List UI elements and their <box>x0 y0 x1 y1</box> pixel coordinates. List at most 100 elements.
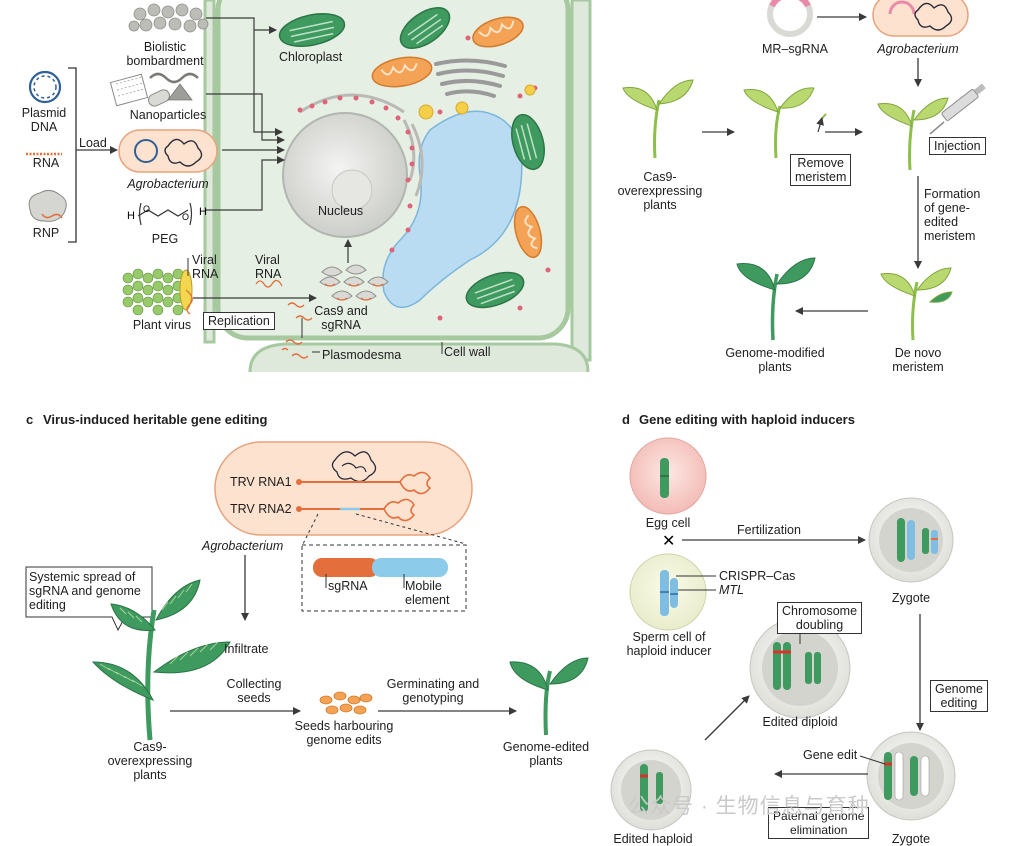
mr-sgrna-plasmid-icon <box>767 0 813 37</box>
injection-seedling <box>877 97 949 171</box>
rna-label: RNA <box>32 156 60 170</box>
fertilization-label: Fertilization <box>737 523 801 537</box>
trv-rna2-label: TRV RNA2 <box>230 502 292 516</box>
chloroplasts <box>278 7 545 309</box>
collecting-seeds-label: Collecting seeds <box>226 677 282 705</box>
cell-wall-label: Cell wall <box>444 345 491 359</box>
peg-o-left: O <box>143 204 150 214</box>
peg-molecule-icon <box>137 202 193 226</box>
genome-editing-box: Genome editing <box>930 680 988 712</box>
viral-rna-label-left: Viral RNA <box>192 253 219 281</box>
vesicles <box>418 84 536 120</box>
genome-edited-plants-label: Genome-edited plants <box>502 740 590 768</box>
panel-a: H H O O <box>26 0 592 373</box>
chloroplast-label: Chloroplast <box>279 50 343 64</box>
formation-label: Formation of gene- edited meristem <box>924 187 981 243</box>
golgi <box>434 58 507 98</box>
cas9-plants-label-b: Cas9- overexpressing plants <box>617 170 703 212</box>
plant-virus-label: Plant virus <box>132 318 192 332</box>
gene-edit-label: Gene edit <box>803 748 858 762</box>
remove-meristem-box: Remove meristem <box>790 154 852 186</box>
infiltrate-label: Infiltrate <box>224 642 269 656</box>
plasmid-dna-icon <box>28 70 62 104</box>
panel-b <box>622 0 986 341</box>
seeds-cluster <box>319 691 373 715</box>
cas9-sgrna-label: Cas9 and sgRNA <box>314 304 368 332</box>
genome-modified-label: Genome-modified plants <box>725 346 825 374</box>
panel-d-letter: d <box>622 412 630 427</box>
chromosome-tangle-icon <box>331 451 377 483</box>
plasmodesma-rna <box>281 302 313 359</box>
rnp-icon <box>28 189 67 222</box>
plasmid-dna-label: Plasmid DNA <box>21 106 67 134</box>
remove-meristem-seedling <box>743 87 827 159</box>
chromosome-doubling-box: Chromosome doubling <box>777 602 863 634</box>
rnp-label: RNP <box>32 226 60 240</box>
cas9-plant-c <box>91 579 231 741</box>
neighbor-cell-right <box>570 0 592 362</box>
mobile-element-label: Mobile element <box>405 579 450 607</box>
agrobacterium-label-a: Agrobacterium <box>127 177 209 191</box>
nucleus-label: Nucleus <box>318 204 364 218</box>
neighbor-cell-left <box>203 0 216 344</box>
edited-diploid-label: Edited diploid <box>762 715 838 729</box>
egg-cell-label: Egg cell <box>645 516 691 530</box>
viral-rna-label-right: Viral RNA <box>255 253 282 281</box>
agrobacterium-cell-c <box>214 441 473 536</box>
cas9-seedling-b <box>622 79 694 159</box>
mitochondria <box>371 16 543 259</box>
nucleolus <box>331 169 373 211</box>
cas9-plants-label-c: Cas9- overexpressing plants <box>107 740 193 782</box>
de-novo-meristem-seedling <box>880 267 953 341</box>
neighbor-cell-bottom <box>248 342 590 373</box>
panel-c <box>25 441 589 741</box>
delivery-arrows <box>193 17 317 302</box>
sgrna-label: sgRNA <box>328 579 368 593</box>
load-bracket <box>68 67 77 243</box>
sgrna-segment <box>313 558 379 577</box>
zoom-box <box>301 544 467 612</box>
syringe-icon <box>929 83 986 135</box>
zoom-callout <box>302 513 467 545</box>
zygote-bottom-label: Zygote <box>891 832 931 846</box>
ribosomes <box>297 35 551 321</box>
de-novo-label: De novo meristem <box>892 346 944 374</box>
injection-box: Injection <box>929 137 986 155</box>
biolistic-label: Biolistic bombardment <box>126 40 204 68</box>
plant-virus-icon <box>122 268 193 316</box>
paternal-elimination-box: Paternal genome elimination <box>768 807 870 839</box>
seeds-harbouring-label: Seeds harbouring genome edits <box>294 719 394 747</box>
panel-d: ✕ <box>610 437 956 831</box>
edited-haploid-label: Edited haploid <box>613 832 693 846</box>
load-label: Load <box>79 136 107 150</box>
trv-rna-lines <box>296 471 432 522</box>
germinating-label: Germinating and genotyping <box>386 677 480 705</box>
replication-label: Replication <box>203 312 275 330</box>
sperm-cell-label: Sperm cell of haploid inducer <box>626 630 712 658</box>
watermark: 公众号 · 生物信息与育种 <box>628 795 870 818</box>
mobile-element-segment <box>372 558 448 577</box>
systemic-spread-label: Systemic spread of sgRNA and genome edit… <box>29 570 141 612</box>
peg-o-right: O <box>182 212 189 222</box>
agrobacterium-cell-a <box>118 129 218 173</box>
plasmodesma-label: Plasmodesma <box>322 348 402 362</box>
panel-d-title: Gene editing with haploid inducers <box>639 412 855 427</box>
cross-icon: ✕ <box>662 531 675 550</box>
biolistic-particles-icon <box>128 3 209 33</box>
panel-c-title: Virus-induced heritable gene editing <box>43 412 268 427</box>
zygote-top-label: Zygote <box>891 591 931 605</box>
viral-rna-squiggle <box>255 279 283 288</box>
peg-h-left: H <box>127 210 135 222</box>
peg-label: PEG <box>151 232 179 246</box>
trv-rna1-label: TRV RNA1 <box>230 475 292 489</box>
mtl-label: MTL <box>719 583 744 597</box>
genome-edited-plant-c <box>509 657 589 736</box>
genome-modified-seedling <box>736 257 816 341</box>
panel-c-letter: c <box>26 412 34 427</box>
nanoparticles-icon <box>109 72 199 107</box>
crispr-cas-label: CRISPR–Cas <box>719 569 796 583</box>
agrobacterium-cell-b <box>872 0 969 37</box>
peg-h-right: H <box>199 206 207 218</box>
nanoparticles-label: Nanoparticles <box>129 108 207 122</box>
